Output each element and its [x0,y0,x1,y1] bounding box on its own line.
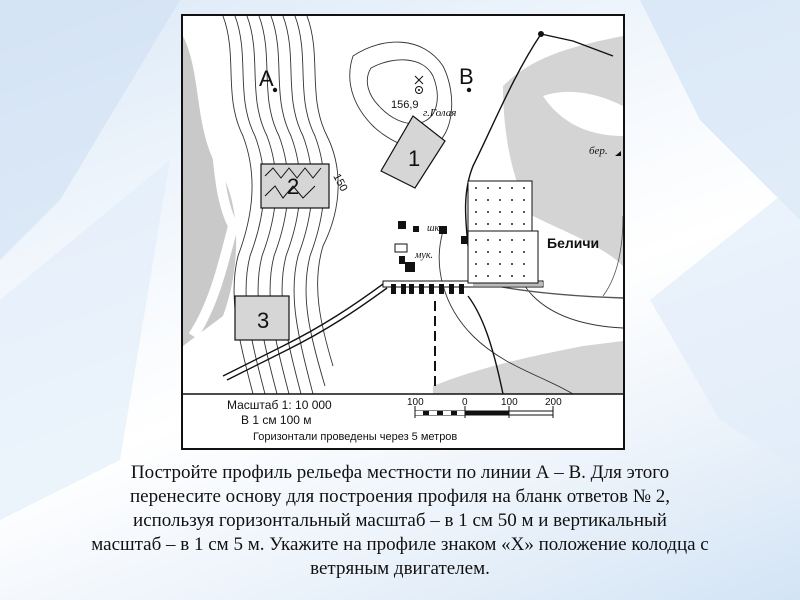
scale-tick-1: 100 [407,397,424,408]
point-b-label: В [459,64,474,89]
area-1-label: 1 [408,146,420,171]
village-buildings [391,221,467,294]
task-line: перенесите основу для построения профиля… [129,486,671,507]
task-line: используя горизонтальный масштаб – в 1 с… [133,510,667,531]
point-b-marker [466,87,472,93]
mill-label: мук. [414,250,433,261]
area-2 [260,163,330,209]
hill-name-label: г.Голая [423,107,456,119]
point-a-label: А [259,66,274,91]
scale-panel: Масштаб 1: 10 000 В 1 см 100 м Горизонта… [183,393,623,443]
area-2-label: 2 [287,174,299,199]
task-description: Постройте профиль рельефа местности по л… [30,461,770,581]
area-3-label: 3 [257,308,269,333]
well-marker [538,31,544,37]
bank-label: бер. [589,145,608,157]
area-1 [380,115,446,189]
scale-tick-3: 100 [501,397,518,408]
roads [222,33,623,395]
triangulation-point [414,75,424,94]
school-label: шк [427,223,440,234]
orchard-areas [467,180,539,284]
task-line: масштаб – в 1 см 5 м. Укажите на профиле… [91,534,709,555]
point-a-marker [272,87,278,93]
shaded-relief [183,36,623,394]
scale-unit: В 1 см 100 м [241,413,312,427]
village-label: Беличи [547,235,599,251]
bank-marker [615,151,621,156]
topographic-map: А В 156,9 г.Голая 150 1 2 3 бер. шк мук.… [181,14,625,450]
scale-tick-4: 200 [545,397,562,408]
scale-title: Масштаб 1: 10 000 [227,398,332,412]
contour-interval-note: Горизонтали проведены через 5 метров [253,431,457,443]
scale-bar [414,406,554,418]
scale-tick-2: 0 [462,397,468,408]
task-line: ветряным двигателем. [310,558,490,579]
contour-150-label: 150 [330,172,349,194]
task-line: Постройте профиль рельефа местности по л… [130,462,670,483]
area-3 [234,295,290,341]
elevation-label: 156,9 [391,99,419,111]
